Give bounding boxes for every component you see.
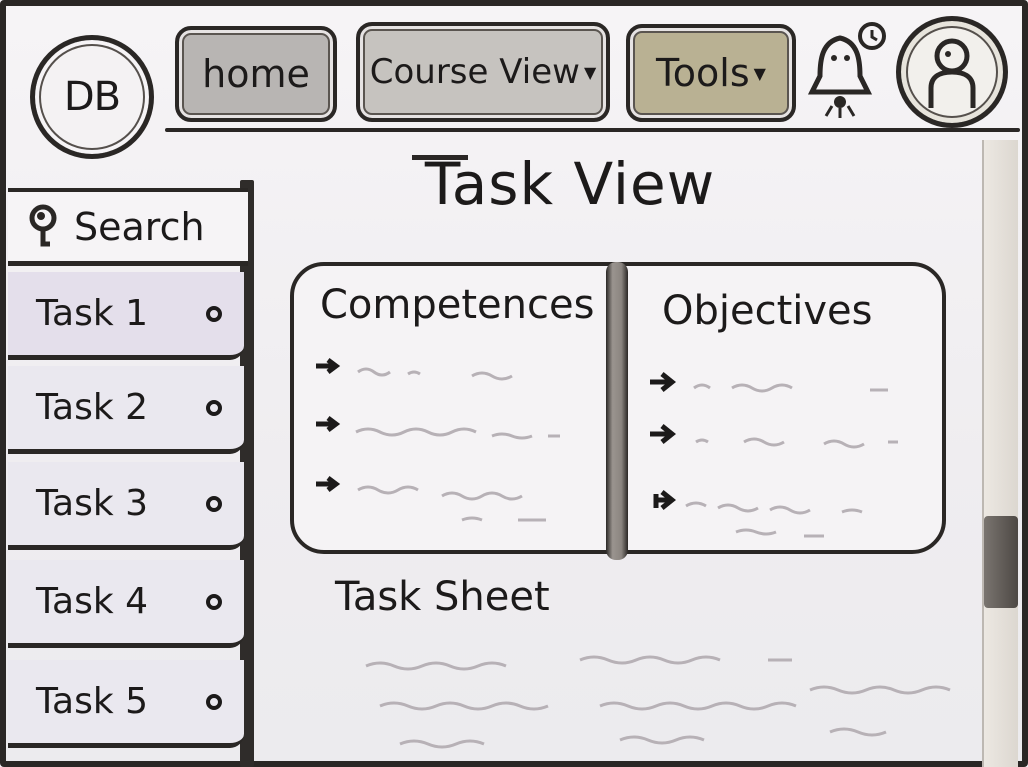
status-dot-icon: [206, 305, 222, 322]
placeholder-text: [685, 501, 863, 538]
panel-divider: [606, 262, 628, 560]
sidebar-item-task-1[interactable]: Task 1: [8, 272, 244, 360]
objectives-heading: Objectives: [662, 288, 873, 334]
caret-down-icon: ▼: [583, 62, 597, 82]
bell-icon: [807, 22, 886, 118]
tools-label: Tools: [656, 51, 750, 95]
status-dot-icon: [206, 399, 222, 416]
task-label: Task 5: [36, 681, 149, 722]
home-button-label: home: [202, 52, 310, 96]
objective-item[interactable]: [653, 490, 863, 538]
competence-item[interactable]: [316, 416, 560, 440]
sidebar-item-task-3[interactable]: Task 3: [8, 462, 244, 550]
search-label: Search: [74, 204, 205, 249]
course-view-label: Course View: [369, 52, 580, 92]
arrow-right-icon: [650, 372, 677, 392]
placeholder-text: [357, 485, 546, 522]
objective-item[interactable]: [650, 424, 898, 449]
app-logo[interactable]: DB: [30, 35, 154, 159]
task-sheet-content: [365, 655, 951, 749]
task-sheet-heading: Task Sheet: [335, 574, 550, 620]
sidebar-item-task-4[interactable]: Task 4: [8, 560, 244, 648]
competence-item[interactable]: [316, 358, 513, 381]
task-label: Task 1: [36, 293, 149, 334]
status-dot-icon: [206, 693, 222, 710]
search-icon: [29, 204, 57, 246]
placeholder-text: [399, 727, 887, 749]
profile-button[interactable]: [896, 16, 1008, 128]
title-accent: [412, 155, 468, 160]
scrollbar-thumb[interactable]: [984, 516, 1018, 608]
placeholder-text: [357, 367, 513, 381]
objective-item[interactable]: [650, 372, 888, 393]
sidebar-item-task-5[interactable]: Task 5: [8, 660, 244, 748]
arrow-right-icon: [316, 416, 341, 432]
status-dot-icon: [206, 593, 222, 610]
logo-text: DB: [63, 74, 121, 120]
task-label: Task 4: [36, 581, 149, 622]
placeholder-text: [379, 685, 951, 711]
objectives-list: [650, 372, 898, 538]
placeholder-text: [355, 427, 560, 440]
arrow-right-icon: [650, 424, 677, 444]
competences-list: [316, 358, 560, 522]
scrollbar-track[interactable]: [982, 140, 1018, 767]
home-button[interactable]: home: [175, 26, 337, 122]
tools-dropdown[interactable]: Tools ▼: [626, 24, 796, 122]
task-label: Task 2: [36, 387, 149, 428]
status-dot-icon: [206, 495, 222, 512]
competences-heading: Competences: [320, 282, 595, 328]
notifications-button[interactable]: [800, 18, 890, 122]
user-avatar-icon: [928, 38, 976, 108]
nav-divider: [165, 128, 1020, 132]
placeholder-text: [693, 383, 888, 393]
competence-item[interactable]: [316, 476, 546, 522]
arrow-right-icon: [653, 490, 677, 510]
task-label: Task 3: [36, 483, 149, 524]
arrow-right-icon: [316, 476, 341, 492]
placeholder-text: [695, 437, 898, 449]
page-title: Task View: [424, 150, 716, 218]
course-view-dropdown[interactable]: Course View ▼: [356, 22, 610, 122]
caret-down-icon: ▼: [753, 63, 766, 83]
sidebar-item-task-2[interactable]: Task 2: [8, 366, 244, 454]
placeholder-text: [365, 655, 792, 671]
sidebar-search[interactable]: Search: [8, 188, 248, 266]
arrow-right-icon: [316, 358, 341, 374]
